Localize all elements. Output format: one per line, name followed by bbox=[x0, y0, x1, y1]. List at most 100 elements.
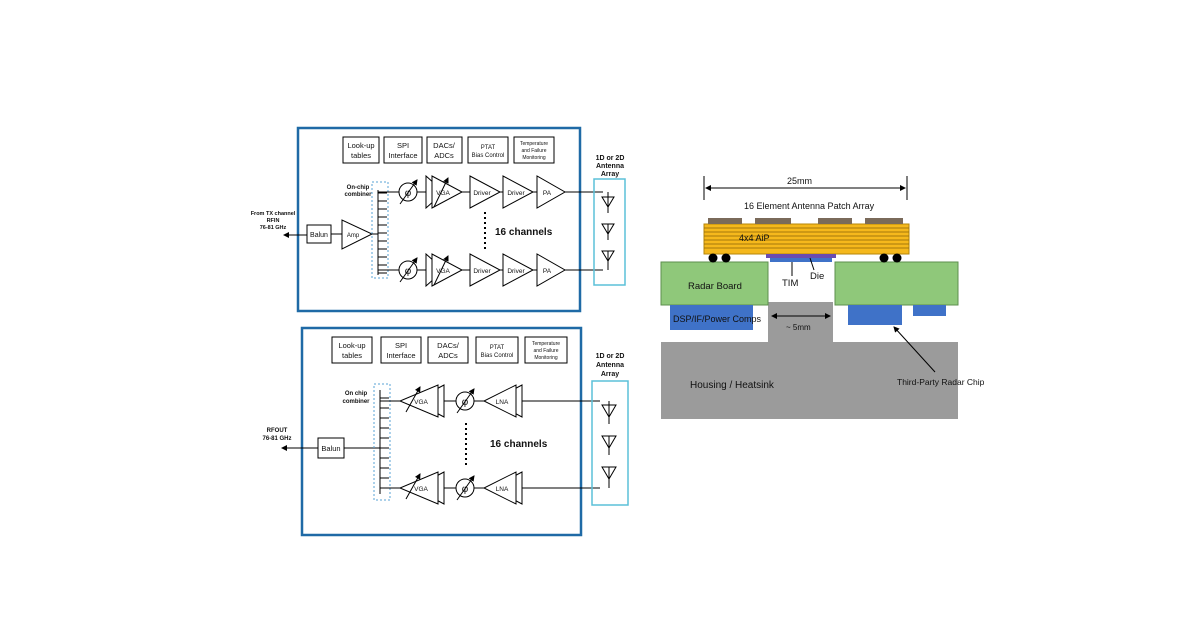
tx-chain-top: φ VGA Driver Driver PA bbox=[378, 174, 603, 210]
radar-board-left bbox=[660, 261, 769, 306]
rx-channels-label: 16 channels bbox=[490, 439, 548, 450]
tx-antenna-icon-1 bbox=[601, 192, 615, 213]
tx-balun-label: Balun bbox=[310, 232, 328, 239]
tx-amp bbox=[341, 219, 374, 250]
aip-substrate bbox=[703, 223, 910, 255]
rx-lna-top bbox=[482, 384, 517, 418]
tx-pa-top bbox=[536, 175, 567, 209]
housing-heatsink bbox=[661, 302, 958, 419]
tx-driver2-bottom-label: Driver bbox=[507, 268, 525, 275]
tx-input-l2: RFIN bbox=[267, 218, 280, 224]
tx-combiner bbox=[371, 181, 389, 279]
tx-ctrl-ptat-l2: Bias Control bbox=[472, 153, 505, 159]
rx-ctrl-spi-l1: SPI bbox=[395, 341, 407, 350]
rx-ctrl-dac-l1: DACs/ bbox=[437, 341, 460, 350]
tx-combiner-label-l1: On-chip bbox=[347, 185, 370, 191]
tx-driver1-bottom bbox=[469, 253, 502, 287]
rx-antenna-label-l1: 1D or 2D bbox=[596, 353, 625, 360]
rx-control-row: Look-up tables SPI Interface DACs/ ADCs … bbox=[331, 336, 568, 364]
dsp-label: DSP/IF/Power Comps bbox=[673, 314, 762, 324]
radar-board-label: Radar Board bbox=[688, 281, 742, 292]
tx-vga-bottom bbox=[431, 253, 464, 287]
tx-amp-label: Amp bbox=[347, 233, 360, 239]
tx-control-row: Look-up tables SPI Interface DACs/ ADCs … bbox=[342, 136, 555, 164]
rx-ctrl-temp-l3: Monitoring bbox=[534, 355, 558, 361]
tx-ctrl-dac-l2: ADCs bbox=[434, 151, 454, 160]
tx-input-l3: 76-81 GHz bbox=[260, 225, 287, 231]
die-label: Die bbox=[810, 271, 824, 282]
tx-driver2-top bbox=[502, 175, 535, 209]
rx-vga-bottom-label: VGA bbox=[414, 486, 428, 493]
patch-array-label: 16 Element Antenna Patch Array bbox=[744, 201, 875, 211]
gap-label: ~ 5mm bbox=[786, 323, 811, 332]
antenna-patch-2 bbox=[755, 218, 791, 224]
rx-lna-bottom-label: LNA bbox=[496, 486, 509, 493]
tx-ctrl-spi-l1: SPI bbox=[397, 141, 409, 150]
antenna-patch-3 bbox=[818, 218, 852, 224]
rx-ctrl-temp-l1: Temperature bbox=[532, 341, 560, 347]
tx-antenna-label-l1: 1D or 2D bbox=[596, 155, 625, 162]
tx-antenna-label-l2: Antenna bbox=[596, 163, 624, 170]
rx-lna-top-label: LNA bbox=[496, 399, 509, 406]
rx-output-l1: RFOUT bbox=[267, 428, 288, 434]
rx-lna-bottom bbox=[482, 471, 517, 505]
tx-pa-bottom-label: PA bbox=[543, 268, 552, 275]
tx-phase-bottom-label: φ bbox=[405, 266, 412, 277]
housing-label: Housing / Heatsink bbox=[690, 380, 775, 391]
tx-antenna-icon-2 bbox=[601, 223, 615, 240]
tx-channels-label: 16 channels bbox=[495, 227, 553, 238]
tx-ctrl-temp-l3: Monitoring bbox=[522, 155, 546, 161]
solder-ball bbox=[708, 253, 718, 263]
tx-driver2-bottom bbox=[502, 253, 535, 287]
tx-ctrl-temp-l1: Temperature bbox=[520, 141, 548, 147]
rx-ctrl-lookup-l2: tables bbox=[342, 351, 362, 360]
die bbox=[766, 254, 836, 258]
rx-phase-top-label: φ bbox=[462, 397, 469, 408]
rx-phase-bottom-label: φ bbox=[462, 484, 469, 495]
tx-input-l1: From TX channel bbox=[251, 211, 296, 217]
rx-antenna-icon-3 bbox=[601, 466, 617, 488]
dsp-if-power-comps bbox=[670, 305, 753, 330]
rx-antenna-label-l2: Antenna bbox=[596, 362, 624, 369]
tx-combiner-label-l2: combiner bbox=[344, 192, 372, 198]
rx-antenna-label-l3: Array bbox=[601, 371, 619, 378]
rx-vga-top-label: VGA bbox=[414, 399, 428, 406]
tx-ctrl-lookup-l1: Look-up bbox=[347, 141, 374, 150]
chip-label: Third-Party Radar Chip bbox=[897, 377, 985, 387]
aip-label: 4x4 AiP bbox=[739, 233, 770, 243]
rx-ctrl-spi-l2: Interface bbox=[386, 351, 415, 360]
tx-antenna-icon-3 bbox=[601, 250, 615, 270]
rx-ctrl-ptat-l2: Bias Control bbox=[481, 353, 514, 359]
rx-ctrl-temp-l2: and Failure bbox=[533, 348, 558, 354]
rx-combiner-label-l1: On chip bbox=[345, 391, 368, 397]
tx-driver2-top-label: Driver bbox=[507, 190, 525, 197]
tx-chain-bottom: φ VGA Driver Driver PA bbox=[378, 252, 603, 288]
tx-block: Look-up tables SPI Interface DACs/ ADCs … bbox=[251, 126, 626, 313]
rx-ctrl-ptat-l1: PTAT bbox=[490, 345, 505, 351]
antenna-patch-1 bbox=[708, 218, 742, 224]
tim bbox=[770, 258, 832, 262]
tx-pa-bottom bbox=[536, 253, 567, 287]
rx-ctrl-lookup-l1: Look-up bbox=[338, 341, 365, 350]
rx-combiner bbox=[373, 383, 391, 501]
rx-chain-bottom: VGA φ LNA bbox=[380, 471, 600, 505]
tx-antenna-array bbox=[593, 178, 626, 286]
rx-block: Look-up tables SPI Interface DACs/ ADCs … bbox=[262, 326, 629, 537]
rx-antenna-icon-1 bbox=[601, 401, 617, 424]
rx-balun-label: Balun bbox=[321, 444, 340, 453]
solder-ball bbox=[721, 253, 731, 263]
third-party-radar-chip bbox=[848, 305, 902, 325]
tx-ctrl-dac-l1: DACs/ bbox=[433, 141, 456, 150]
tx-driver1-top-label: Driver bbox=[473, 190, 491, 197]
rx-ctrl-dac-l2: ADCs bbox=[438, 351, 458, 360]
solder-ball bbox=[892, 253, 902, 263]
tx-pa-top-label: PA bbox=[543, 190, 552, 197]
tx-ctrl-temp-l2: and Failure bbox=[521, 148, 546, 154]
antenna-patch-4 bbox=[865, 218, 903, 224]
tx-frame bbox=[296, 126, 582, 313]
tx-ctrl-ptat-l1: PTAT bbox=[481, 145, 496, 151]
rx-vga-bottom bbox=[398, 471, 439, 505]
package-cross-section: Housing / Heatsink Radar Board DSP/IF/Po… bbox=[660, 176, 985, 419]
rx-antenna-icon-2 bbox=[601, 435, 617, 455]
tx-driver1-bottom-label: Driver bbox=[473, 268, 491, 275]
